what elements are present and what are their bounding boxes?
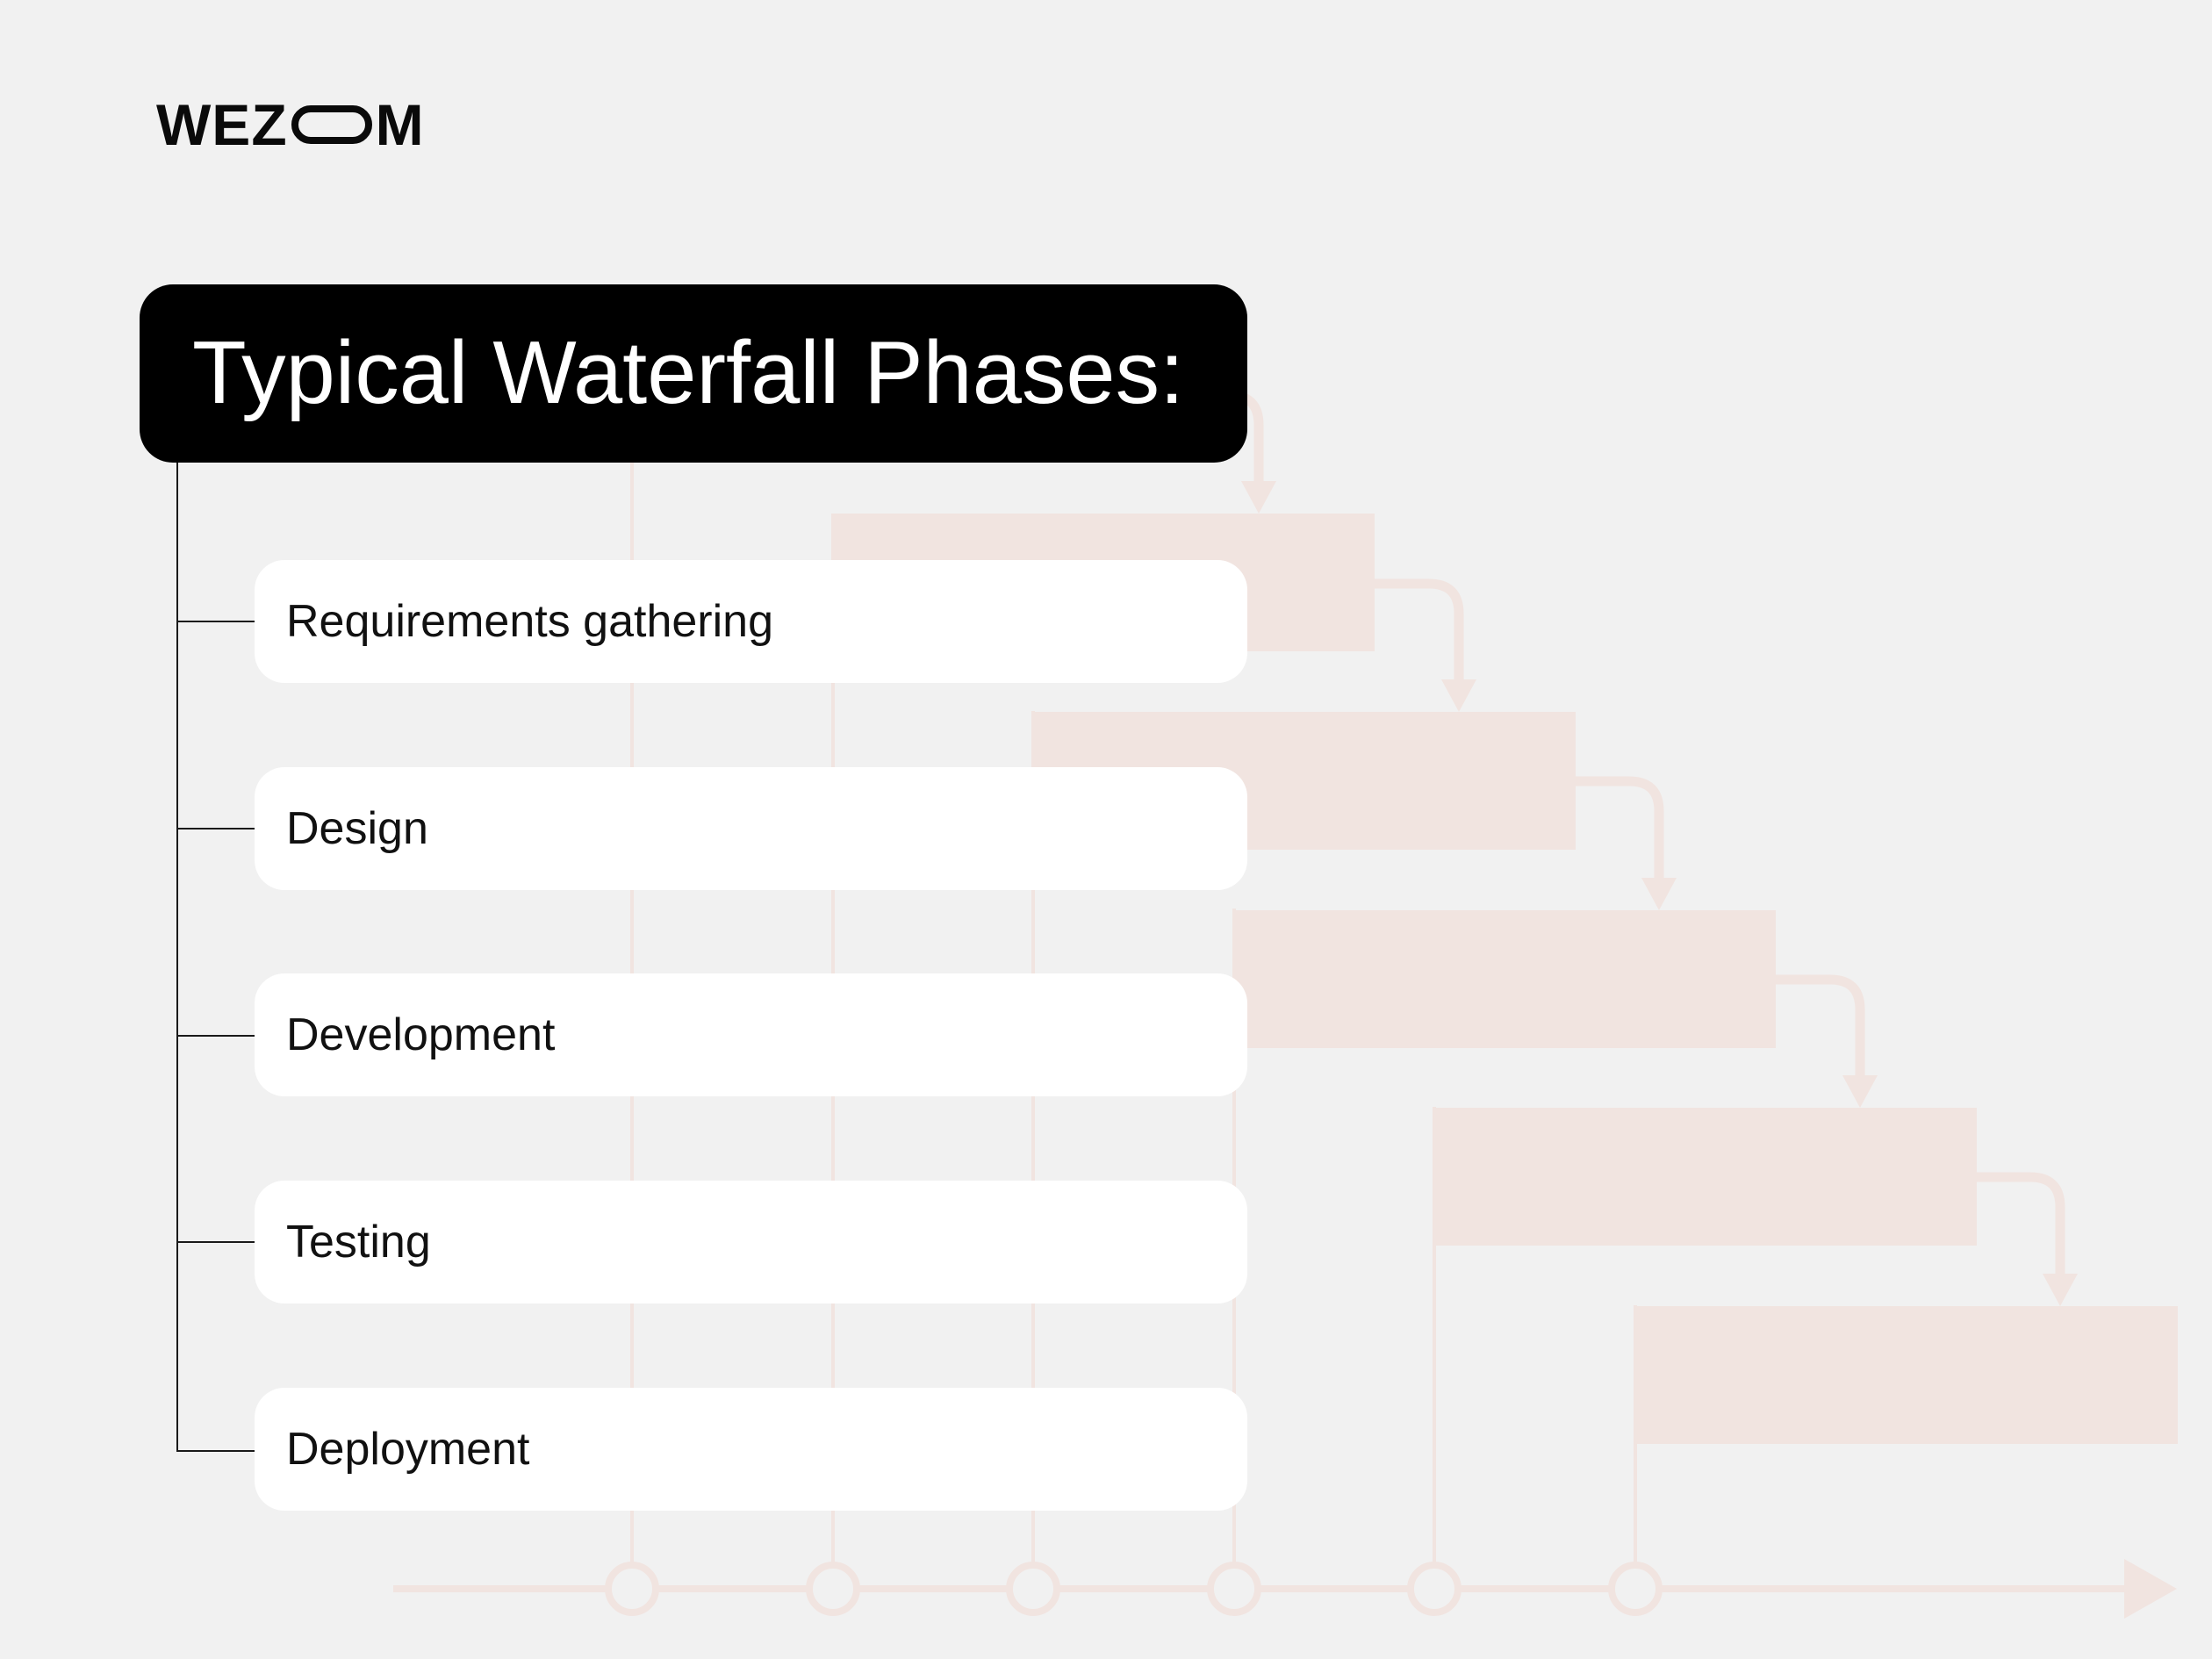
timeline-node xyxy=(1407,1562,1462,1616)
phase-card-requirements: Requirements gathering xyxy=(255,560,1247,683)
phase-connectors xyxy=(176,463,255,1452)
phase-card-development: Development xyxy=(255,973,1247,1096)
phase-card-testing: Testing xyxy=(255,1181,1247,1304)
logo-text-right: M xyxy=(375,92,425,157)
wezom-logo: WEZ M xyxy=(156,92,425,157)
page-title: Typical Waterfall Phases: xyxy=(192,324,1185,422)
phase-card-deployment: Deployment xyxy=(255,1388,1247,1511)
timeline-node xyxy=(1207,1562,1261,1616)
flow-arrow xyxy=(1977,1172,2065,1280)
phase-card-design: Design xyxy=(255,767,1247,890)
phase-label: Testing xyxy=(286,1217,431,1268)
flow-arrow xyxy=(1576,776,1664,883)
waterfall-step-5 xyxy=(1634,1306,2178,1444)
arrowhead xyxy=(1641,878,1677,910)
arrowhead xyxy=(2043,1274,2078,1306)
arrowhead xyxy=(1441,679,1476,712)
phase-label: Design xyxy=(286,803,428,854)
logo-text-left: WEZ xyxy=(156,92,288,157)
time-axis-arrowhead xyxy=(2124,1559,2177,1619)
logo-o-shape xyxy=(291,105,372,144)
phase-label: Requirements gathering xyxy=(286,596,773,647)
time-axis xyxy=(393,1559,2177,1619)
flow-arrow xyxy=(1375,578,1464,685)
timeline-node xyxy=(806,1562,860,1616)
waterfall-step-4 xyxy=(1433,1108,1977,1246)
timeline-node xyxy=(1608,1562,1663,1616)
waterfall-steps xyxy=(831,514,2178,1444)
timeline-node xyxy=(1006,1562,1060,1616)
timeline-node xyxy=(605,1562,659,1616)
arrowhead xyxy=(1241,481,1276,514)
arrowheads xyxy=(1241,481,2078,1306)
waterfall-step-3 xyxy=(1232,910,1776,1048)
title-banner: Typical Waterfall Phases: xyxy=(140,284,1247,463)
arrowhead xyxy=(1842,1075,1878,1108)
phase-label: Deployment xyxy=(286,1424,530,1475)
flow-arrow xyxy=(1776,974,1865,1081)
phase-label: Development xyxy=(286,1009,556,1060)
